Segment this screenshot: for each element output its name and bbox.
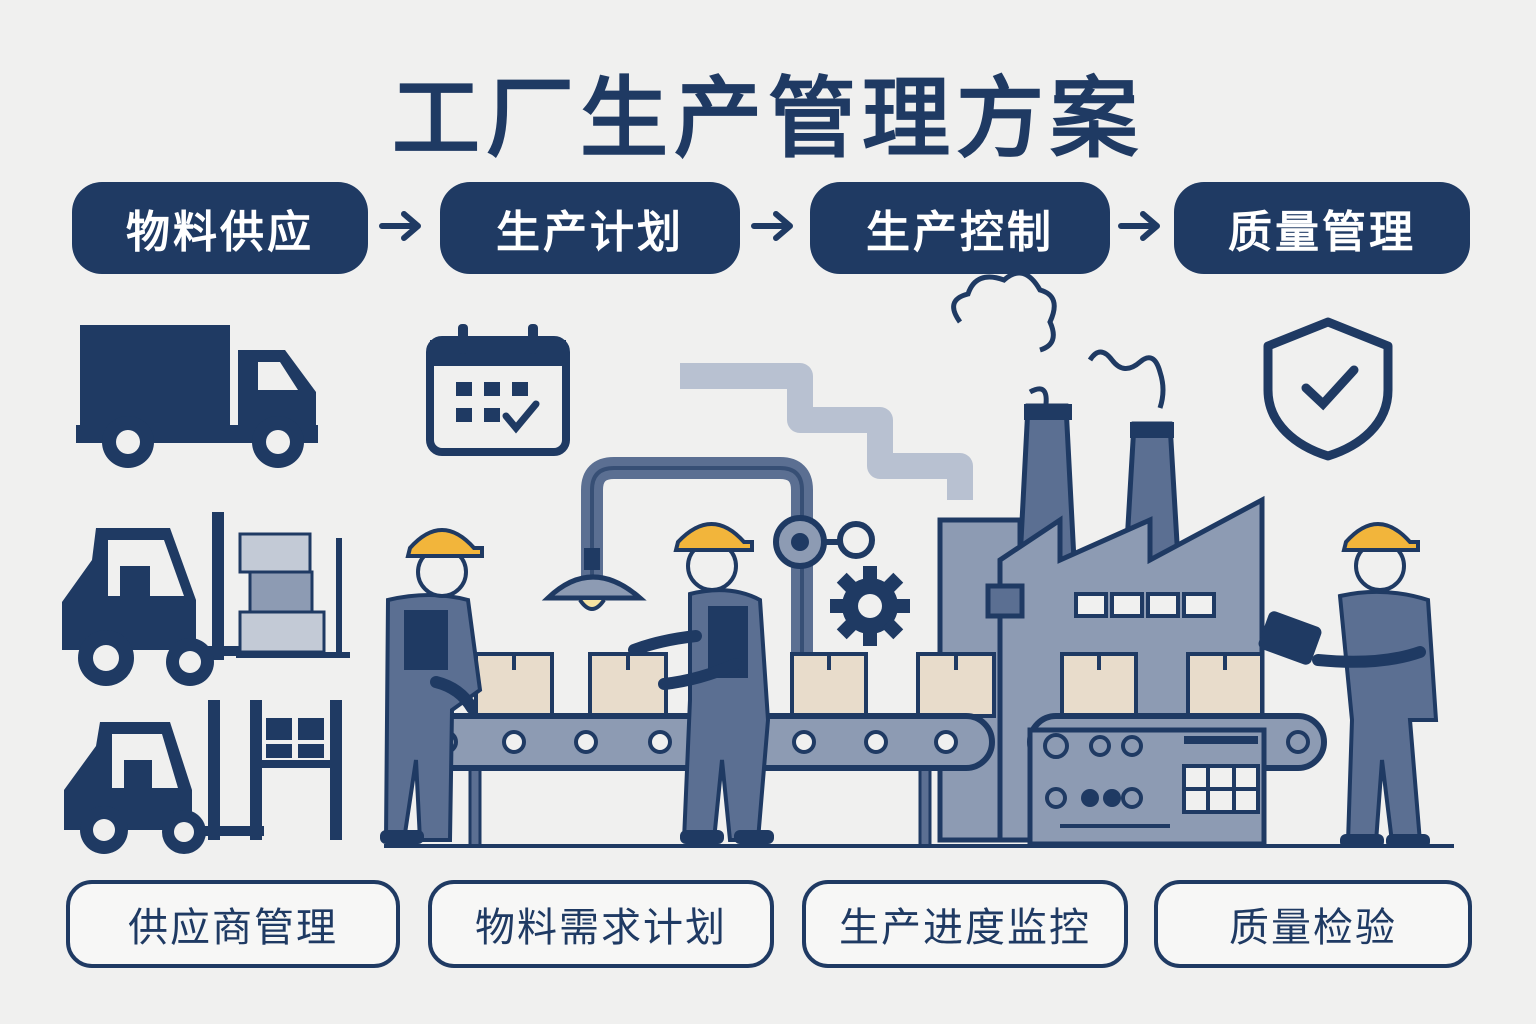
item-supplier-management: 供应商管理 bbox=[66, 880, 400, 968]
arrow-right-icon bbox=[1118, 211, 1160, 241]
pallet-rack bbox=[250, 700, 342, 840]
step-production-control: 生产控制 bbox=[810, 182, 1110, 274]
calendar-check-icon bbox=[426, 324, 570, 456]
warehouse-shelf bbox=[236, 532, 350, 658]
gear-icon bbox=[830, 566, 910, 646]
item-material-requirement-plan: 物料需求计划 bbox=[428, 880, 774, 968]
product-box bbox=[474, 652, 1264, 718]
arrow-right-icon bbox=[751, 211, 793, 241]
worker-figure bbox=[628, 522, 774, 844]
arrow-right-icon bbox=[379, 211, 421, 241]
shield-check-icon bbox=[1263, 317, 1393, 461]
item-production-progress-monitoring: 生产进度监控 bbox=[802, 880, 1128, 968]
item-quality-inspection: 质量检验 bbox=[1154, 880, 1472, 968]
worker-figure bbox=[380, 528, 484, 844]
control-machine bbox=[1027, 713, 1327, 847]
lamp-icon bbox=[541, 548, 647, 611]
forklift-icon bbox=[64, 700, 264, 854]
step-material-supply: 物料供应 bbox=[72, 182, 368, 274]
page-title: 工厂生产管理方案 bbox=[391, 67, 1144, 170]
forklift-icon bbox=[62, 512, 268, 686]
worker-figure bbox=[1258, 522, 1439, 848]
step-production-plan: 生产计划 bbox=[440, 182, 740, 274]
step-quality-management: 质量管理 bbox=[1174, 182, 1470, 274]
truck-icon bbox=[76, 325, 318, 468]
